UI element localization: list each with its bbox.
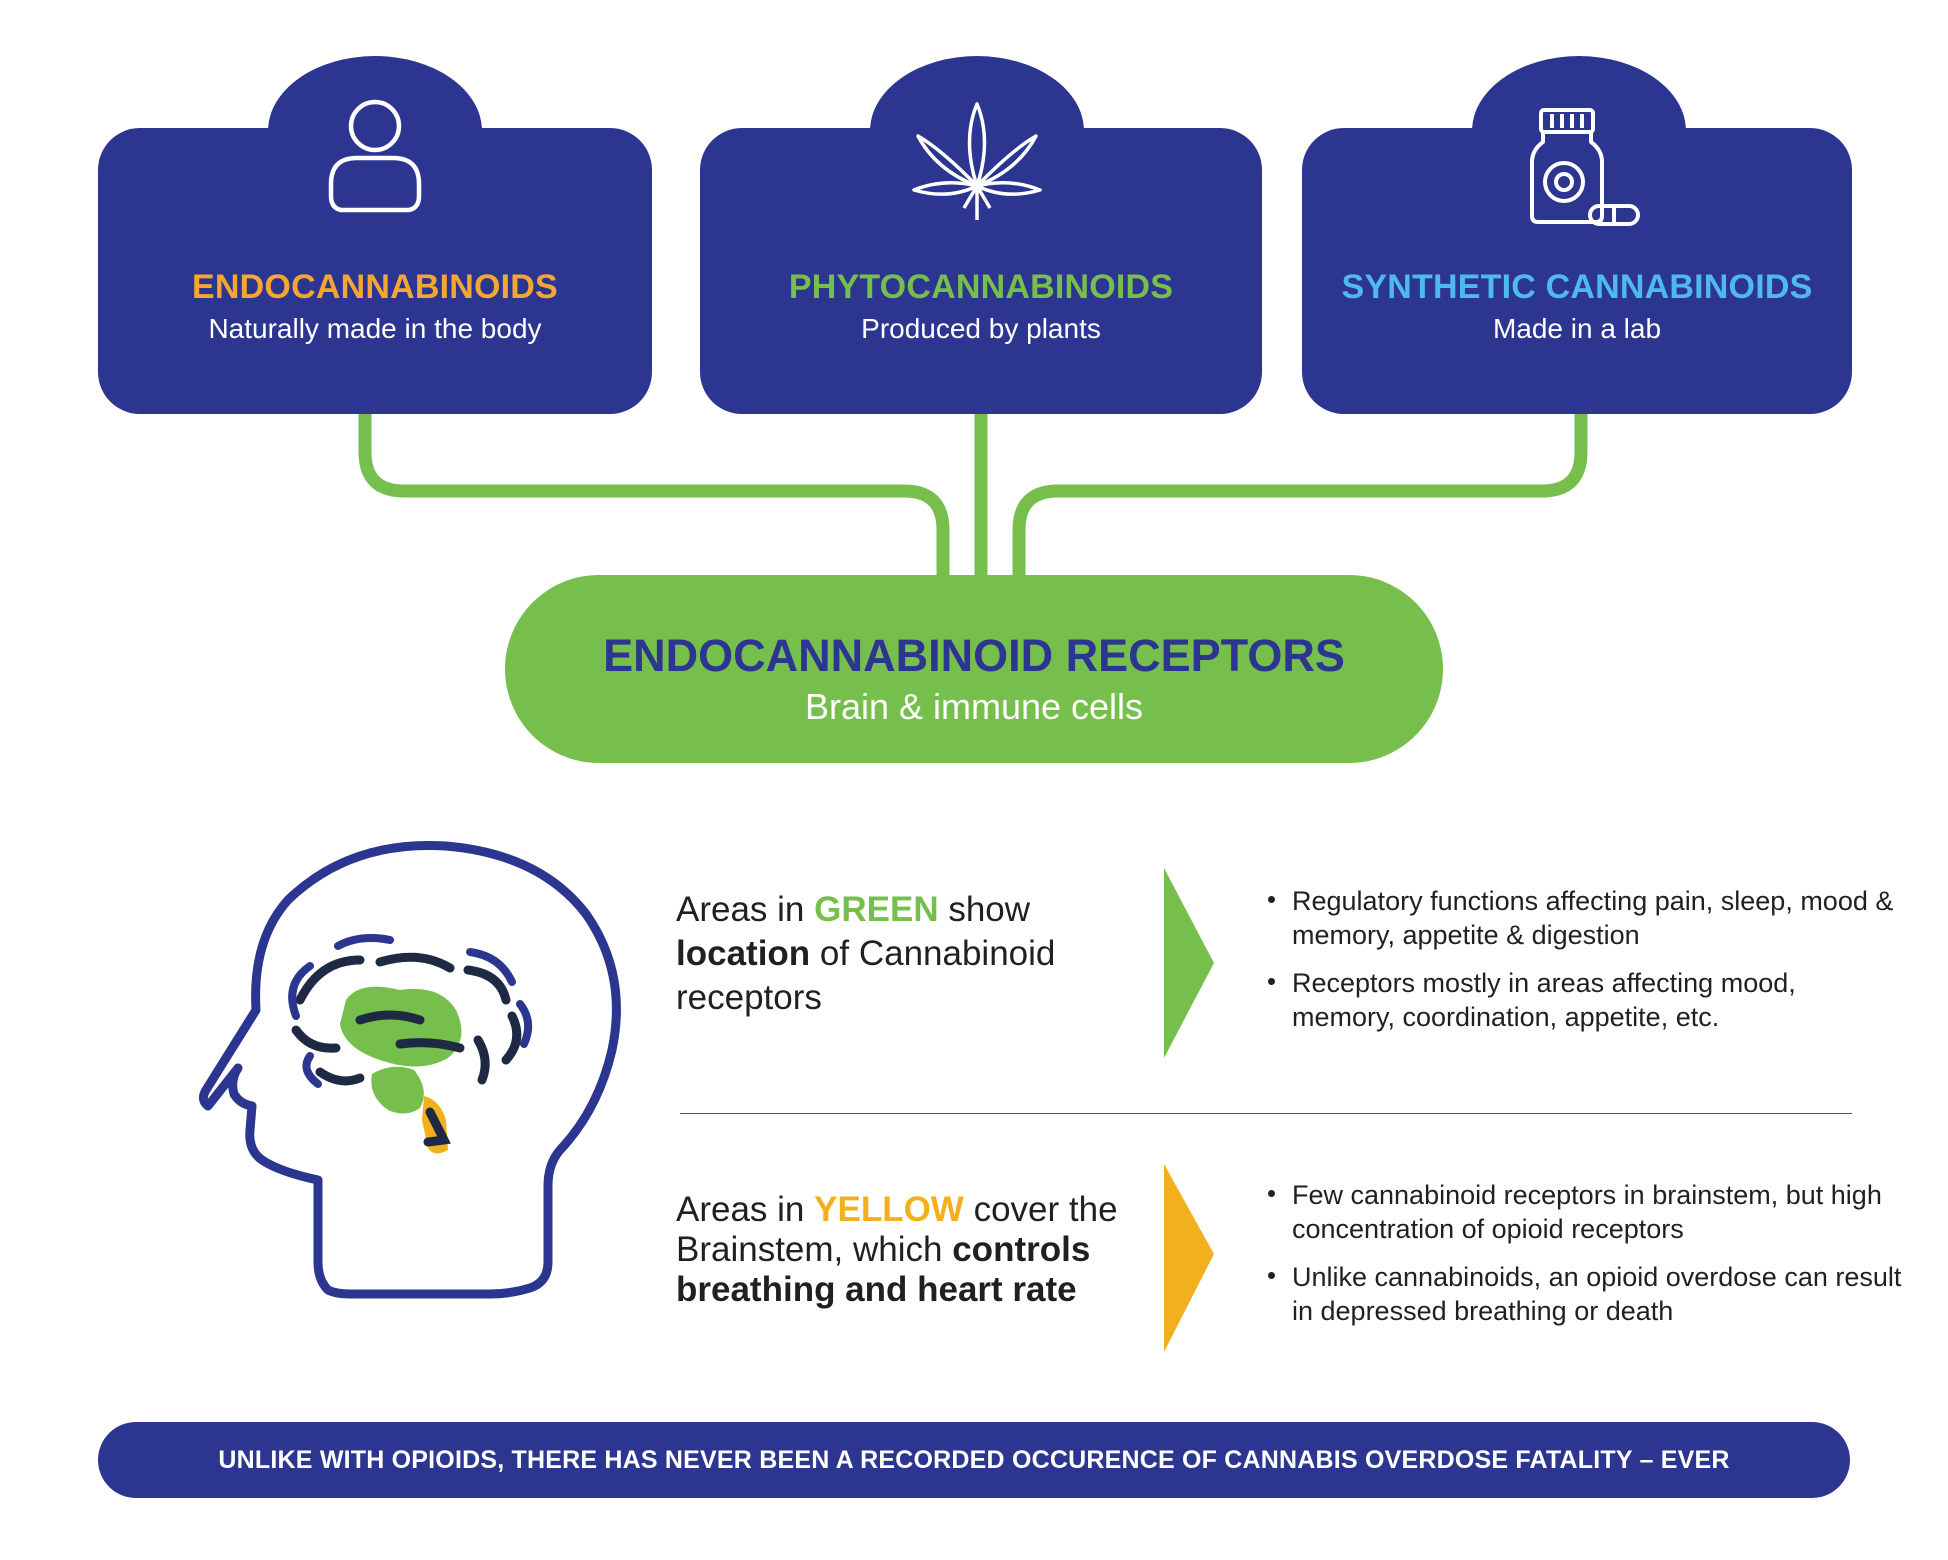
connector-lines	[358, 414, 1588, 575]
bottom-banner: UNLIKE WITH OPIOIDS, THERE HAS NEVER BEE…	[98, 1422, 1850, 1498]
green-area-cerebellum	[371, 1066, 424, 1114]
pill-bottle-icon	[1530, 108, 1640, 226]
green-lead-text-2: show	[938, 890, 1031, 929]
source-card-endocannabinoids	[98, 56, 652, 414]
source-card-endocannabinoids-text: ENDOCANNABINOIDS Naturally made in the b…	[98, 268, 652, 345]
green-section-lead: Areas in GREEN show location of Cannabin…	[676, 888, 1136, 1020]
yellow-arrow	[1164, 1164, 1214, 1352]
yellow-lead-text-2: cover the Brainstem, which	[676, 1190, 1118, 1269]
source-subtitle-phytocannabinoids: Produced by plants	[861, 313, 1101, 344]
brain-head-icon	[198, 840, 621, 1299]
green-section-bullets: Regulatory functions affecting pain, sle…	[1262, 884, 1902, 1048]
connector-right	[1012, 414, 1588, 575]
source-title-phytocannabinoids: PHYTOCANNABINOIDS	[788, 268, 1174, 306]
source-subtitle-synthetic: Made in a lab	[1492, 313, 1662, 344]
source-title-synthetic: SYNTHETIC CANNABINOIDS	[1341, 268, 1813, 306]
cannabis-leaf-icon	[912, 102, 1042, 220]
receptor-pill	[505, 575, 1443, 763]
section-divider	[680, 1113, 1852, 1114]
source-card-synthetic	[1302, 56, 1852, 414]
receptor-title: ENDOCANNABINOID RECEPTORS	[603, 630, 1345, 681]
green-bullet-2: Receptors mostly in areas affecting mood…	[1262, 966, 1902, 1034]
green-bullet-1: Regulatory functions affecting pain, sle…	[1262, 884, 1902, 952]
yellow-bullet-1: Few cannabinoid receptors in brainstem, …	[1262, 1178, 1902, 1246]
yellow-lead-text-1: Areas in	[676, 1190, 815, 1229]
receptor-subtitle: Brain & immune cells	[804, 686, 1144, 727]
source-title-endocannabinoids: ENDOCANNABINOIDS	[192, 268, 558, 306]
green-lead-text-3: of Cannabinoid receptors	[676, 934, 1056, 1017]
yellow-highlight: YELLOW	[814, 1190, 964, 1229]
yellow-section-lead: Areas in YELLOW cover the Brainstem, whi…	[676, 1190, 1136, 1310]
source-card-synthetic-text: SYNTHETIC CANNABINOIDS Made in a lab	[1302, 268, 1852, 345]
yellow-bullet-2: Unlike cannabinoids, an opioid overdose …	[1262, 1260, 1902, 1328]
source-subtitle-endocannabinoids: Naturally made in the body	[208, 313, 542, 344]
green-lead-bold: location	[676, 934, 811, 973]
source-card-phytocannabinoids-text: PHYTOCANNABINOIDS Produced by plants	[700, 268, 1262, 345]
connector-left	[358, 414, 950, 575]
yellow-lead-bold: controls breathing and heart rate	[676, 1230, 1091, 1309]
source-card-phytocannabinoids	[700, 56, 1262, 414]
green-arrow	[1164, 868, 1214, 1058]
green-highlight: GREEN	[814, 890, 939, 929]
person-icon	[328, 99, 422, 213]
green-lead-text-1: Areas in	[676, 890, 815, 929]
yellow-section-bullets: Few cannabinoid receptors in brainstem, …	[1262, 1178, 1902, 1342]
